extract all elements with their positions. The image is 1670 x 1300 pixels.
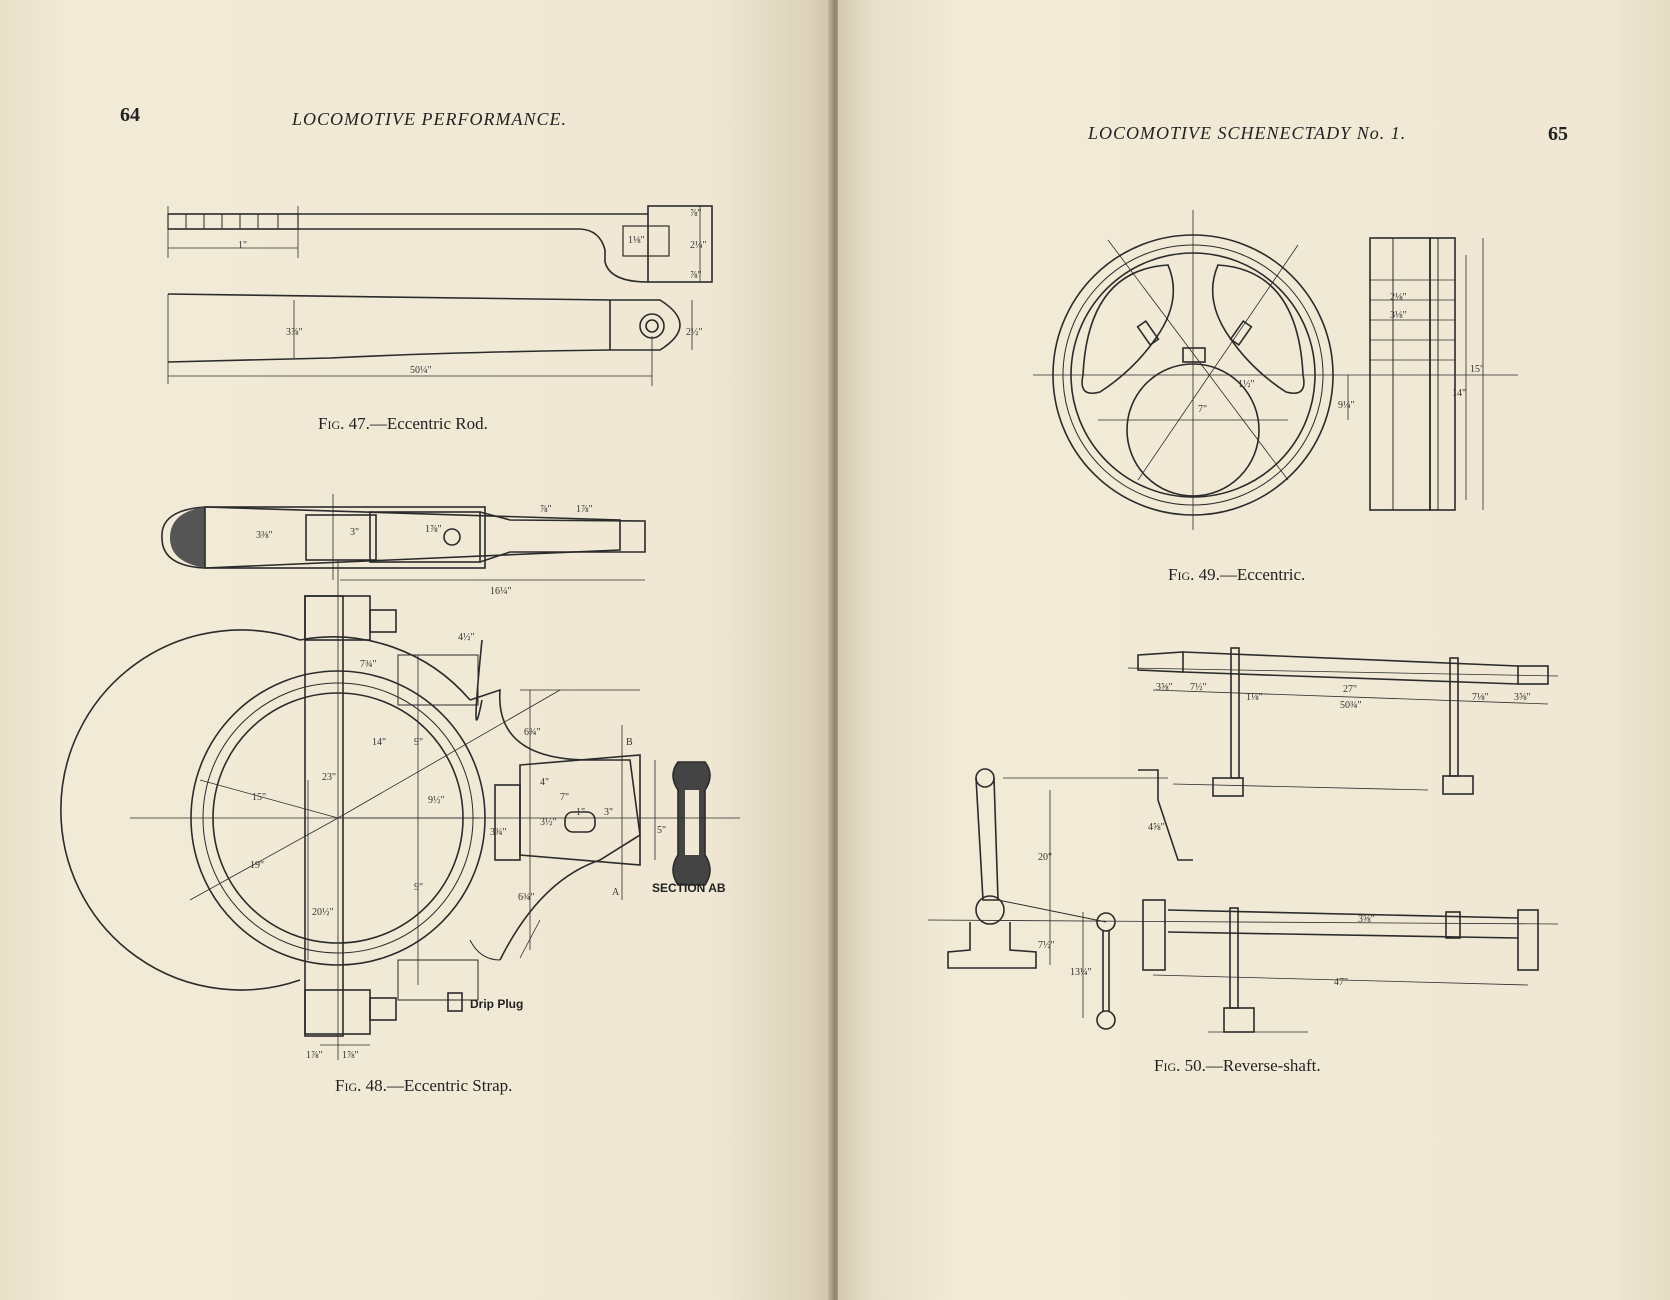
fig48-plan-view (161, 494, 646, 581)
dim-text: 4½" (458, 632, 475, 643)
dim-text: 1⅞" (576, 504, 593, 515)
dim-text: 3⅛" (1390, 310, 1407, 321)
dim-text: 16¼" (490, 586, 512, 597)
dim-text: 7½" (1190, 682, 1207, 693)
fig47-side-view (167, 293, 693, 386)
fig50-shaft-lower (927, 768, 1559, 1033)
dim-text: 1⅞" (306, 1050, 323, 1061)
dim-text: 1" (576, 807, 585, 818)
dim-text: 3½" (540, 817, 557, 828)
dim-text: 3¾" (490, 827, 507, 838)
section-ab-label: SECTION AB (652, 881, 726, 895)
dim-text: 9¼" (1338, 400, 1355, 411)
eccentric-drawings: 1" 1⅛" ⅞" 2¼" ⅞" 3⅞" 2½" 50¼" 16¼" 3⅜" 3… (60, 205, 740, 1061)
dim-text: A (612, 887, 620, 898)
dim-text: 9" (414, 737, 423, 748)
eccentric-and-reverse-shaft-drawings: 2⅛" 3⅛" 15" 14" 9¼" 7" 1½" 3⅝" 7½" 1⅛" 2… (927, 210, 1559, 1033)
dim-text: 1⅛" (1246, 692, 1263, 703)
dim-text: 7¾" (360, 659, 377, 670)
dim-text: B (626, 737, 633, 748)
dim-text: 50¾" (1340, 700, 1362, 711)
dim-text: 4" (540, 777, 549, 788)
dim-text: 2⅛" (1390, 292, 1407, 303)
page-number: 64 (120, 104, 140, 126)
dim-text: 20½" (312, 907, 334, 918)
dim-text: 5" (657, 825, 666, 836)
dim-text: ⅞" (540, 504, 552, 515)
figure-caption: Fig. 47.—Eccentric Rod. (318, 414, 488, 433)
dim-text: 3⅞" (286, 327, 303, 338)
dim-text: 6¾" (524, 727, 541, 738)
dim-text: 2½" (686, 327, 703, 338)
figure-caption: Fig. 50.—Reverse-shaft. (1154, 1056, 1321, 1075)
dim-text: 7" (560, 792, 569, 803)
dim-text: 1" (238, 240, 247, 251)
page-number: 65 (1548, 123, 1568, 145)
dim-text: ⅞" (690, 270, 702, 281)
dim-text: 9½" (428, 795, 445, 806)
dim-text: 1⅞" (342, 1050, 359, 1061)
dim-text: 3" (604, 807, 613, 818)
running-head: LOCOMOTIVE PERFORMANCE. (292, 109, 567, 129)
dim-text: 27" (1343, 684, 1357, 695)
dim-text: ⅞" (690, 208, 702, 219)
dim-text: 20" (1038, 852, 1052, 863)
dim-text: 3⅝" (1156, 682, 1173, 693)
dim-text: 47" (1334, 977, 1348, 988)
figure-caption: Fig. 49.—Eccentric. (1168, 565, 1306, 584)
left-page: 64 LOCOMOTIVE PERFORMANCE. (0, 0, 832, 1300)
fig49-side-view (1369, 237, 1456, 511)
fig47-top-view (167, 205, 713, 283)
running-head: LOCOMOTIVE SCHENECTADY No. 1. (1088, 123, 1407, 143)
dim-text: 7½" (1038, 940, 1055, 951)
dim-text: 6¾" (518, 892, 535, 903)
fig50-shaft-top (1127, 647, 1559, 797)
dim-text: 3⅝" (1358, 914, 1375, 925)
dim-text: 50¼" (410, 365, 432, 376)
dim-text: 15" (252, 792, 266, 803)
dim-text: 19" (250, 860, 264, 871)
dim-text: 13¼" (1070, 967, 1092, 978)
dim-text: 3" (350, 527, 359, 538)
dim-text: 1½" (1238, 379, 1255, 390)
dim-text: 14" (372, 737, 386, 748)
dim-text: 14" (1452, 388, 1466, 399)
dim-text: 4⅝" (1148, 822, 1165, 833)
dim-text: 15" (1470, 364, 1484, 375)
dim-text: 7" (1198, 404, 1207, 415)
dim-text: 9" (414, 882, 423, 893)
dim-text: 3⅜" (256, 530, 273, 541)
dim-text: 3⅝" (1514, 692, 1531, 703)
dim-text: 7⅛" (1472, 692, 1489, 703)
drip-plug-label: Drip Plug (470, 997, 523, 1011)
figure-caption: Fig. 48.—Eccentric Strap. (335, 1076, 513, 1095)
dim-text: 1⅛" (628, 235, 645, 246)
right-page: LOCOMOTIVE SCHENECTADY No. 1. 65 (838, 0, 1670, 1300)
dim-text: 1⅞" (425, 524, 442, 535)
dim-text: 2¼" (690, 240, 707, 251)
dim-text: 23" (322, 772, 336, 783)
